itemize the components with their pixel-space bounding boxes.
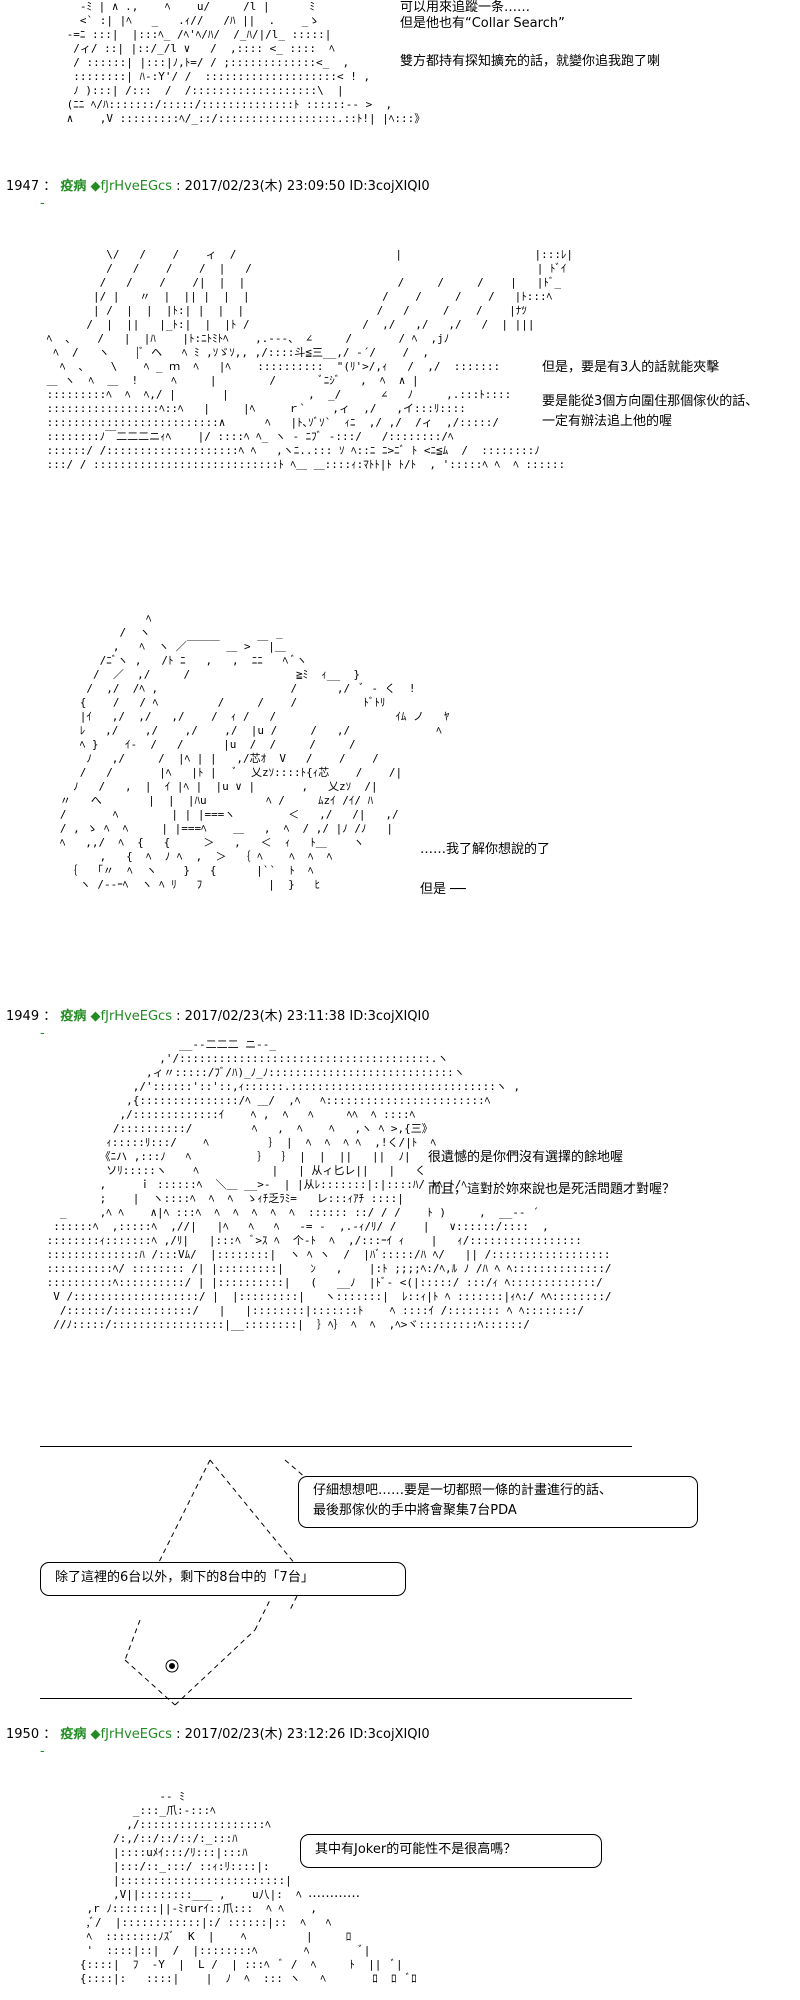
dialogue-line: 但是他也有“Collar Search” <box>400 16 565 31</box>
poster-name[interactable]: 疫病 <box>60 1009 87 1024</box>
bubble-text: 仔細想想吧……要是一切都照一條的計畫進行的話、 <box>313 1483 613 1498</box>
speech-bubble: 仔細想想吧……要是一切都照一條的計畫進行的話、 最後那傢伙的手中將會聚集7台PD… <box>298 1476 698 1528</box>
post-meta: : 2017/02/23(木) 23:09:50 ID:3cojXIQI0 <box>176 179 430 194</box>
post-header: 1950 ： 疫病 ◆fJrHveEGcs : 2017/02/23(木) 23… <box>6 1727 430 1742</box>
post-number: 1947 <box>6 179 40 194</box>
poster-trip: ◆fJrHveEGcs <box>90 179 172 194</box>
dialogue-line: ……我了解你想說的了 <box>420 842 551 857</box>
post-separator-dash: - <box>40 1744 45 1759</box>
bubble-text: 其中有Joker的可能性不是很高嗎？ <box>315 1842 517 1857</box>
poster-trip: ◆fJrHveEGcs <box>90 1727 172 1742</box>
divider-line <box>40 1698 632 1699</box>
post-number: 1949 <box>6 1009 40 1024</box>
poster-name[interactable]: 疫病 <box>60 1727 87 1742</box>
dialogue-line: 一定有辦法追上他的喔 <box>542 414 673 429</box>
dialogue-line: 可以用來追蹤一条…… <box>400 0 531 15</box>
post-number: 1950 <box>6 1727 40 1742</box>
post-meta: : 2017/02/23(木) 23:11:38 ID:3cojXIQI0 <box>176 1009 430 1024</box>
bubble-text: 除了這裡的6台以外，剩下的8台中的「7台」 <box>55 1570 314 1585</box>
ascii-art-dog: ﾍ / ヽ _ , ﾍ ヽ ／￣￣￣ ＿ > ￣|＿ /ﾆﾞヽ , /ﾄ ﾆ ,… <box>59 612 450 891</box>
post-header: 1949 ： 疫病 ◆fJrHveEGcs : 2017/02/23(木) 23… <box>6 1009 430 1024</box>
ascii-art-1950: -- ﾐ _:::_爪:-:::ﾍ ,/:::::::::::::::::::ﾍ… <box>79 1790 417 1985</box>
dialogue-line: 而且，這對於妳來說也是死活問題才對喔？ <box>428 1182 676 1197</box>
dialogue-line: 但是 ── <box>420 882 466 897</box>
speech-bubble: 其中有Joker的可能性不是很高嗎？ <box>300 1834 602 1868</box>
poster-trip: ◆fJrHveEGcs <box>90 1009 172 1024</box>
pda-outline <box>124 1459 321 1706</box>
dialogue-line: 雙方都持有探知擴充的話，就變你追我跑了喇 <box>400 54 661 69</box>
post-separator-dash: - <box>40 1026 45 1041</box>
dialogue-line: 要是能從3個方向圍住那個傢伙的話、 <box>542 394 759 409</box>
ascii-art-top: -ﾐ | ∧ ., ﾍ u/ /l | ﾐ <` :| |ﾍ _ .ｨ// /ﾊ… <box>66 0 426 125</box>
dialogue-line: ………… <box>308 1886 360 1901</box>
dialogue-line: 但是，要是有3人的話就能夾擊 <box>542 360 720 375</box>
speech-bubble: 除了這裡的6台以外，剩下的8台中的「7台」 <box>40 1562 406 1596</box>
bubble-text: 最後那傢伙的手中將會聚集7台PDA <box>313 1503 517 1518</box>
divider-line <box>40 1446 632 1447</box>
post-header: 1947 ： 疫病 ◆fJrHveEGcs : 2017/02/23(木) 23… <box>6 179 430 194</box>
dialogue-line: 很遺憾的是你們沒有選擇的餘地喔 <box>428 1150 624 1165</box>
ascii-art-1947: \/ / / ィ / | |:::ﾚ| / / / / | / | ﾄﾞｲ / … <box>46 248 574 471</box>
post-meta: : 2017/02/23(木) 23:12:26 ID:3cojXIQI0 <box>176 1727 430 1742</box>
post-separator-dash: - <box>40 196 45 211</box>
ascii-art-1949: __--二二二 ニ--_ ,'/::::::::::::::::::::::::… <box>46 1038 612 1331</box>
poster-name[interactable]: 疫病 <box>60 179 87 194</box>
